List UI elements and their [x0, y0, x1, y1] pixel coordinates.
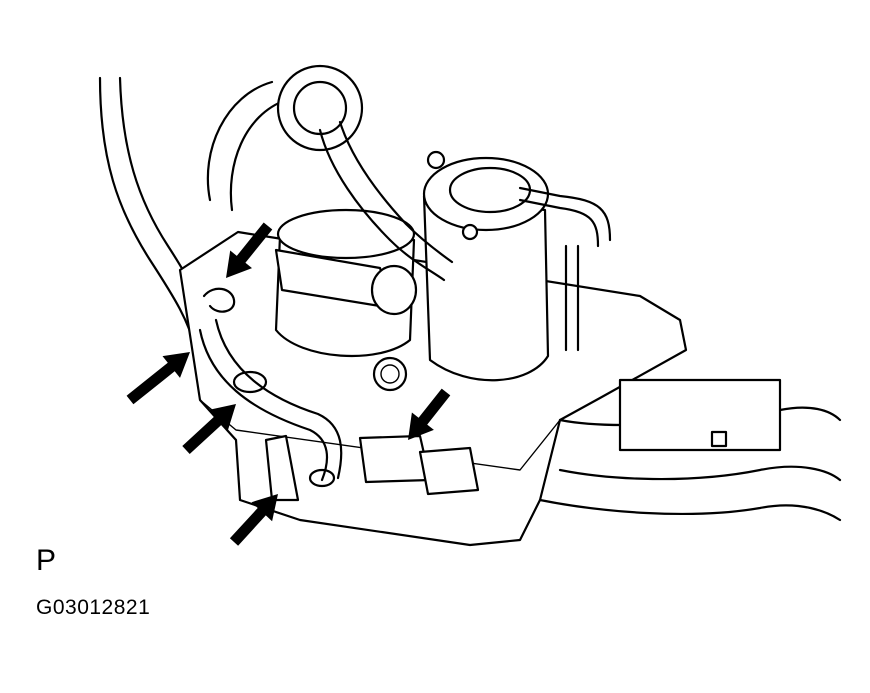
fuel-line-down	[564, 244, 580, 352]
valve-end	[370, 264, 418, 316]
hose-clamp-upper	[232, 370, 268, 394]
hose-loop-pipe	[318, 120, 454, 282]
sensor-block	[358, 434, 432, 484]
plate-bolt	[372, 356, 408, 392]
figure-code: G03012821	[36, 596, 151, 619]
pump-cylinder	[422, 194, 550, 382]
harness-bottom	[538, 498, 842, 522]
filter-canister-top	[276, 208, 416, 260]
arrow-left-lower	[182, 404, 236, 454]
lower-hose	[198, 318, 343, 482]
view-label: P	[36, 544, 57, 577]
outer-pipe-left	[98, 76, 198, 352]
fuel-line-right	[518, 186, 612, 248]
pump-bolt-right	[461, 223, 479, 241]
lower-bracket	[264, 434, 300, 502]
callout-arrows	[126, 222, 451, 546]
arrow-bottom-left	[229, 494, 278, 546]
harness-lower	[558, 465, 842, 482]
pump-bolt-left	[426, 150, 446, 170]
connector-tab	[710, 430, 728, 448]
hose-loop-ring	[276, 64, 364, 152]
sensor-plug	[418, 446, 480, 496]
hose-clip-top	[202, 287, 236, 313]
connector-block	[618, 378, 782, 452]
plate-bolt-hex	[380, 364, 400, 384]
arrow-left-middle	[126, 352, 190, 405]
hose-clamp-lower	[308, 468, 336, 488]
arrow-top-left	[226, 222, 273, 278]
upper-hose	[206, 80, 288, 212]
arrow-center-right	[408, 388, 451, 440]
